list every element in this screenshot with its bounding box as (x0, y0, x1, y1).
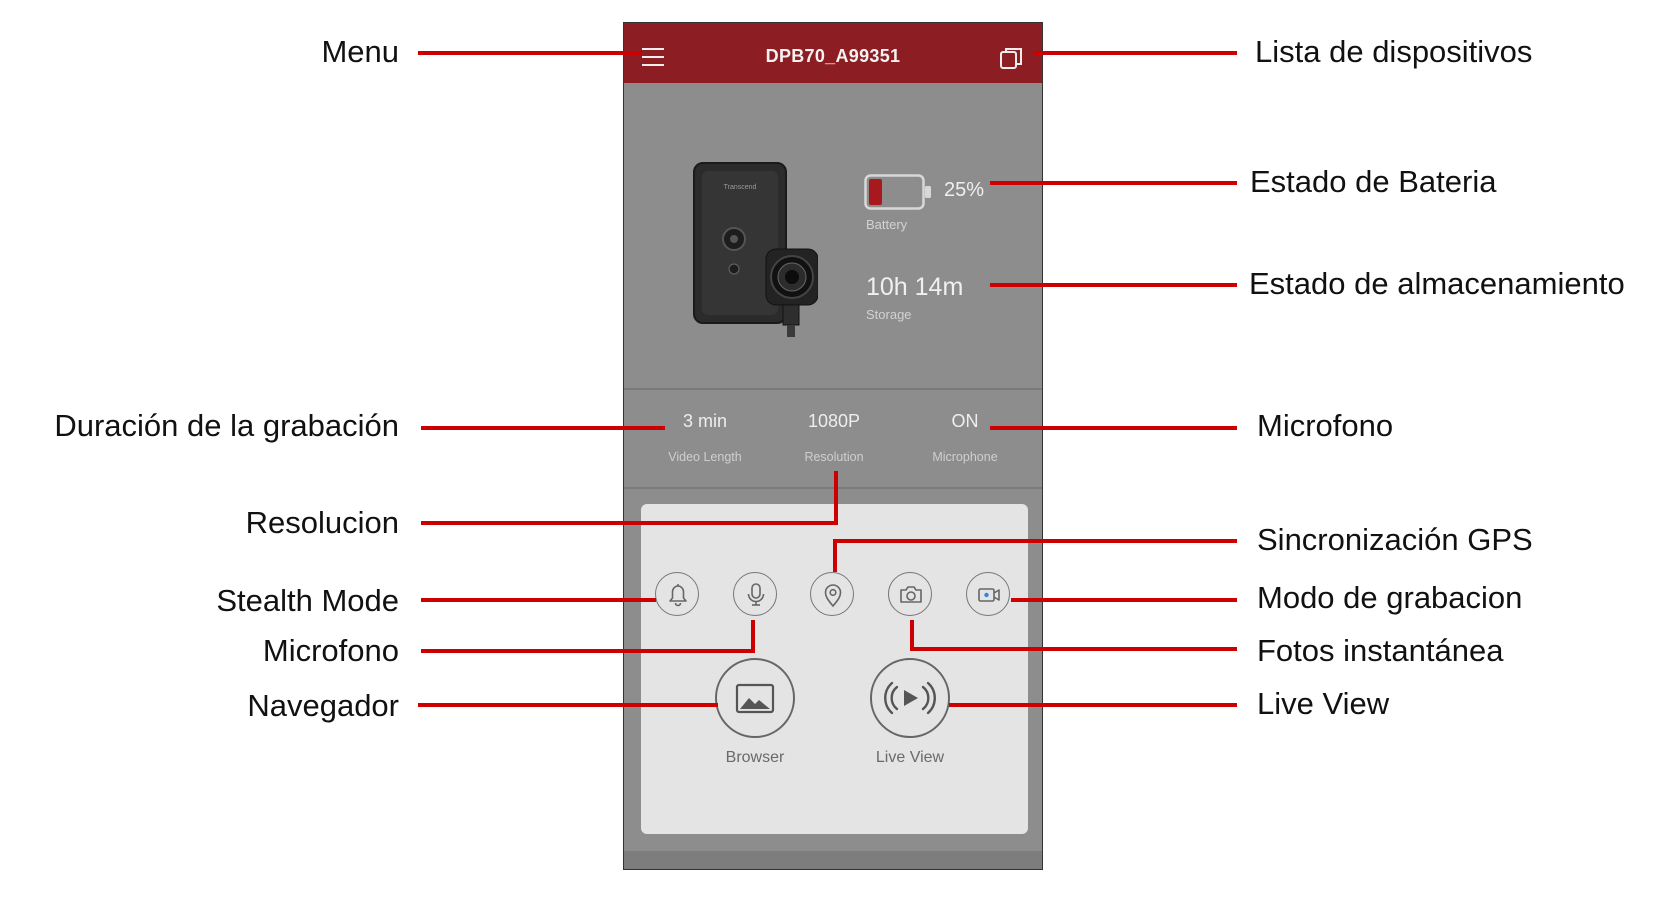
callout-browser: Navegador (247, 688, 399, 723)
camera-icon (900, 586, 922, 603)
battery-fill (869, 179, 882, 205)
battery-percent: 25% (944, 179, 985, 201)
stealth-mode-button[interactable] (655, 572, 699, 616)
browser-label: Browser (725, 749, 785, 766)
app-screen: DPB70_A99351 Transcend (623, 22, 1043, 870)
callout-battery-status: Estado de Bateria (1250, 164, 1497, 199)
live-broadcast-icon (884, 681, 936, 715)
stat-video-length: 3 min Video Length (635, 411, 775, 464)
callout-recording-duration: Duración de la grabación (54, 408, 399, 443)
live-view-button[interactable] (870, 658, 950, 738)
callout-gps-sync: Sincronización GPS (1257, 522, 1533, 557)
menu-icon[interactable] (642, 48, 668, 70)
divider (624, 388, 1042, 390)
device-list-icon[interactable] (998, 45, 1024, 71)
snapshot-button[interactable] (888, 572, 932, 616)
svg-text:Transcend: Transcend (724, 184, 757, 191)
callout-resolution: Resolucion (245, 505, 399, 540)
browser-button[interactable] (715, 658, 795, 738)
storage-value: 10h 14m (866, 273, 964, 301)
battery-label: Battery (866, 217, 908, 232)
video-length-label: Video Length (668, 450, 742, 464)
camera-device-image: Transcend (692, 147, 819, 343)
bottom-bar (624, 851, 1042, 869)
video-camera-icon (978, 588, 1000, 602)
callout-snapshot: Fotos instantánea (1257, 633, 1504, 668)
callout-microphone-toggle: Microfono (262, 633, 399, 668)
bell-icon (669, 584, 687, 607)
microphone-label: Microphone (932, 450, 998, 464)
battery-icon (864, 173, 934, 211)
divider (624, 487, 1042, 489)
microphone-value: ON (951, 411, 979, 431)
callout-microphone-status: Microfono (1257, 408, 1394, 443)
live-view-label: Live View (875, 749, 945, 766)
callout-live-view: Live View (1257, 686, 1390, 721)
storage-label: Storage (866, 307, 912, 322)
video-length-value: 3 min (682, 411, 727, 431)
callout-menu: Menu (321, 34, 399, 69)
stat-resolution: 1080P Resolution (764, 411, 904, 464)
location-pin-icon (824, 584, 842, 608)
resolution-label: Resolution (804, 450, 864, 464)
recording-mode-button[interactable] (966, 572, 1010, 616)
gps-sync-button[interactable] (810, 572, 854, 616)
microphone-icon (747, 583, 765, 606)
resolution-value: 1080P (807, 411, 861, 431)
microphone-toggle-button[interactable] (733, 572, 777, 616)
header-bar: DPB70_A99351 (624, 23, 1042, 83)
control-panel: Browser Live View (641, 504, 1028, 834)
stat-microphone: ON Microphone (895, 411, 1035, 464)
device-title: DPB70_A99351 (765, 46, 901, 66)
image-gallery-icon (735, 683, 775, 714)
callout-storage-status: Estado de almacenamiento (1249, 266, 1625, 301)
callout-device-list: Lista de dispositivos (1255, 34, 1533, 69)
callout-recording-mode: Modo de grabacion (1257, 580, 1523, 615)
callout-stealth-mode: Stealth Mode (216, 583, 399, 618)
